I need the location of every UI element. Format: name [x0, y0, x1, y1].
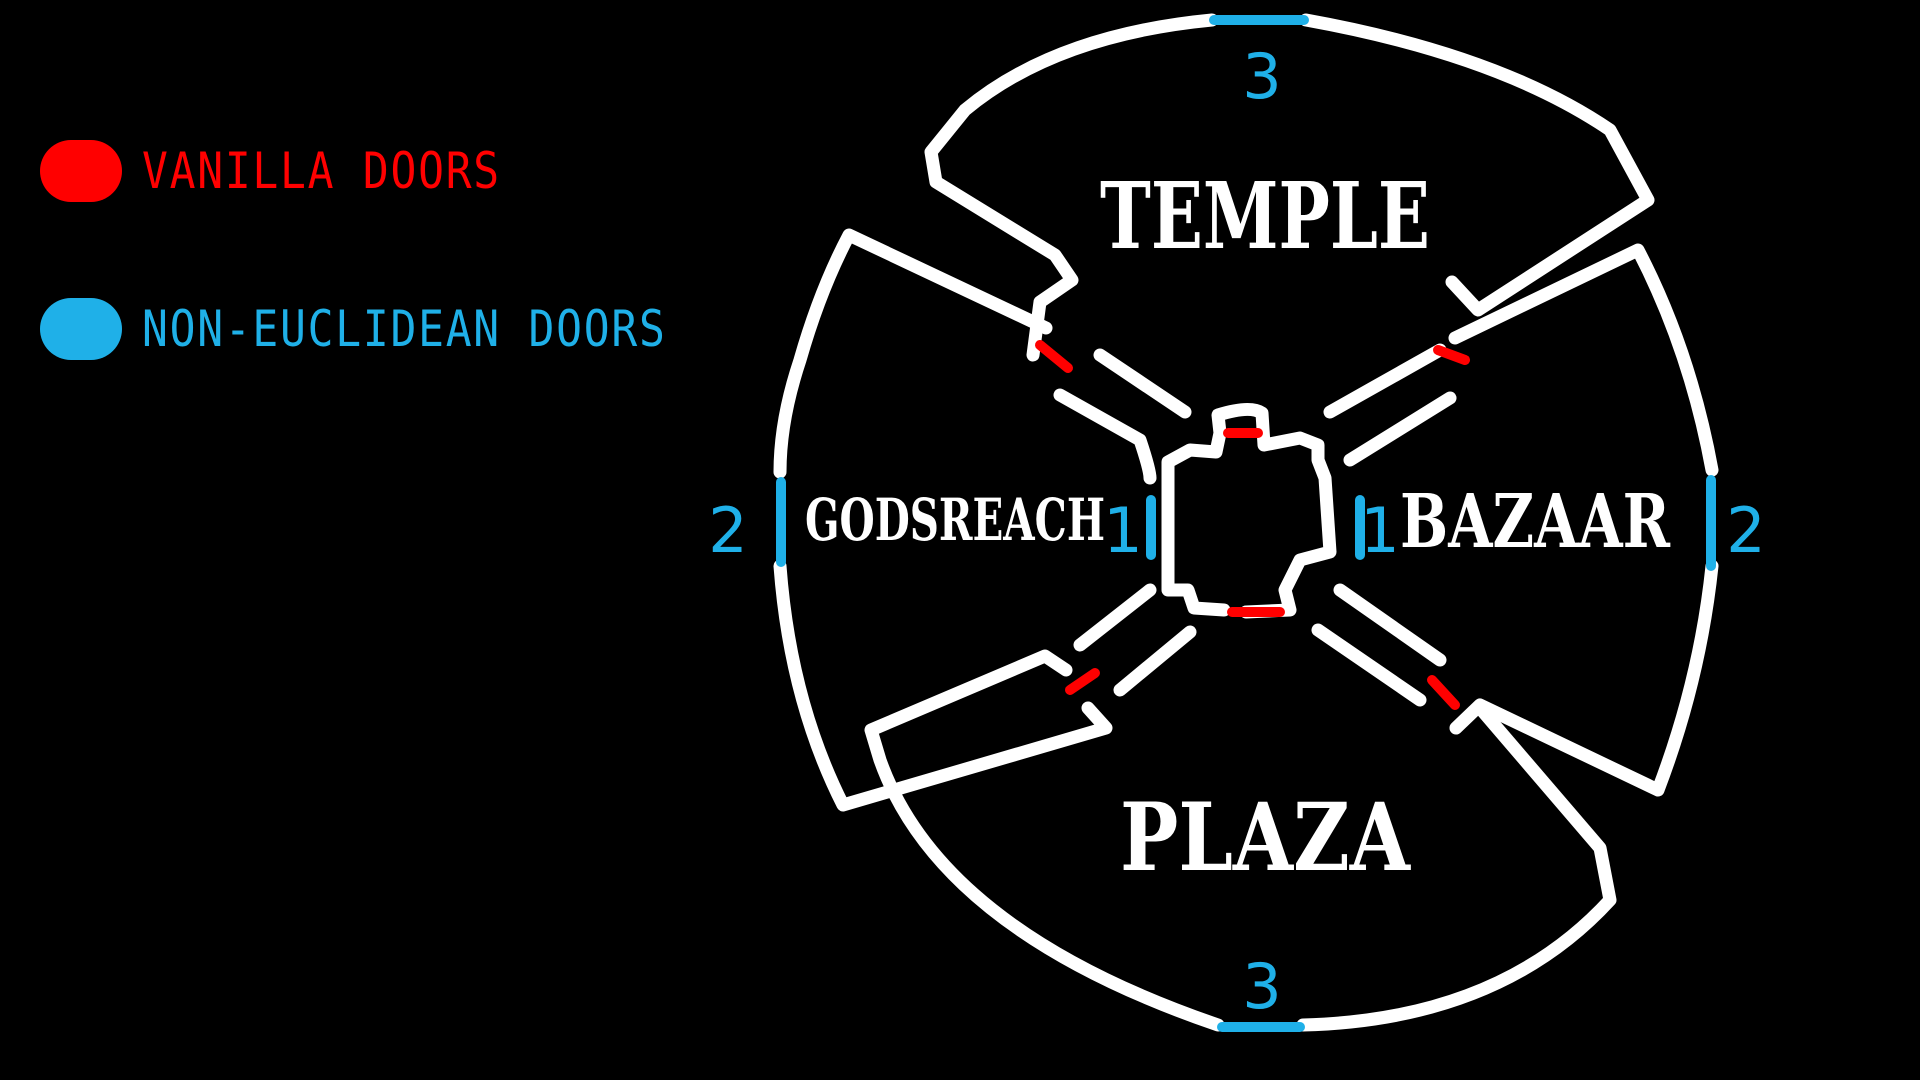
central-chamber-outline [1161, 403, 1337, 619]
legend-label-non-euclidean: NON-EUCLIDEAN DOORS [142, 300, 667, 358]
door-number-right-outer: 2 [1726, 494, 1765, 567]
plaza-outline [864, 649, 1617, 1032]
legend-label-vanilla: VANILLA DOORS [142, 142, 501, 200]
godsreach-outline [773, 228, 1113, 812]
door-number-top: 3 [1242, 40, 1281, 113]
sw-corridor [1073, 583, 1197, 697]
legend-item-vanilla-doors: VANILLA DOORS [40, 140, 559, 202]
room-label-bazaar: BAZAAR [1400, 479, 1670, 565]
ne-corridor [1323, 343, 1457, 467]
non-euclidean-doors [776, 15, 1716, 1032]
door-number-right-inner: 1 [1360, 494, 1399, 567]
bazaar-outline [1448, 243, 1719, 797]
nw-corridor [1053, 348, 1192, 485]
vanilla-door-bazaar-plaza [1427, 675, 1460, 710]
temple-outline [924, 13, 1655, 362]
room-label-godsreach: GODSREACH [805, 486, 1105, 554]
vanilla-doors [1035, 340, 1470, 710]
vanilla-door-godsreach-plaza [1065, 668, 1100, 695]
vanilla-door-temple-bazaar [1433, 345, 1470, 365]
vanilla-door-temple-godsreach [1035, 340, 1073, 373]
door-number-bottom: 3 [1242, 950, 1281, 1023]
room-label-plaza: PLAZA [1120, 783, 1411, 893]
se-corridor [1311, 583, 1447, 707]
non-euclidean-door-swatch-icon [40, 298, 122, 360]
door-number-left-inner: 1 [1103, 494, 1142, 567]
door-number-left-outer: 2 [708, 494, 747, 567]
legend-item-non-euclidean-doors: NON-EUCLIDEAN DOORS [40, 298, 752, 360]
vanilla-door-swatch-icon [40, 140, 122, 202]
room-label-temple: TEMPLE [1100, 162, 1430, 270]
